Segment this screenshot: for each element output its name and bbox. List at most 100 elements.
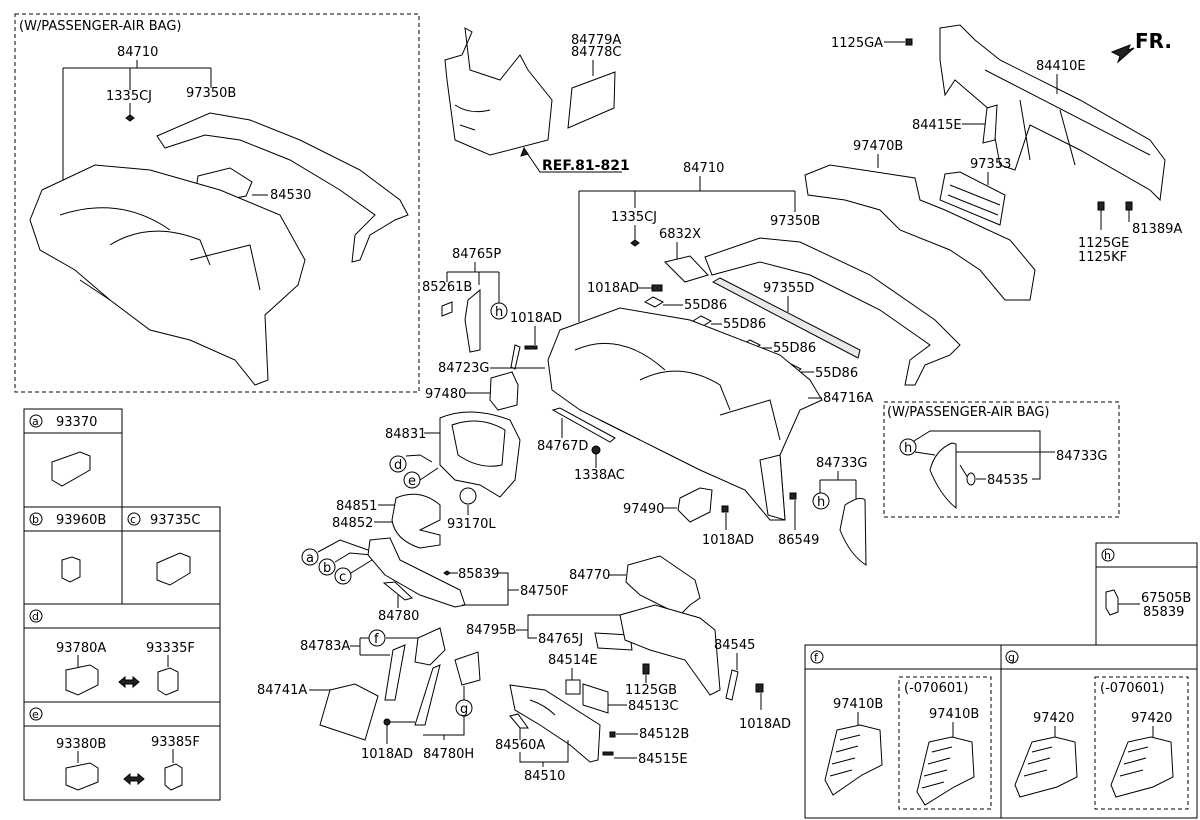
part-label-97353[interactable]: 97353 [970,157,1011,172]
callout-e [29,707,43,721]
callout-h[interactable] [812,492,830,510]
part-label-97420[interactable]: 97420 [1033,711,1074,726]
part-label-84750F[interactable]: 84750F [520,584,569,599]
part-label-84780[interactable]: 84780 [378,609,419,624]
callout-letter: h [495,305,503,320]
part-label-84560A[interactable]: 84560A [495,738,545,753]
part-label-93380B[interactable]: 93380B [56,737,106,752]
part-label-84733G[interactable]: 84733G [1056,449,1107,464]
group-glove-box: 84770 84795B 84765J 84545 1018AD 84514E … [466,555,791,784]
part-label-86549[interactable]: 86549 [778,533,819,548]
part-label-84513C[interactable]: 84513C [628,699,678,714]
switch-illustration [157,667,179,696]
callout-c[interactable] [334,567,352,585]
part-label-55D86[interactable]: 55D86 [773,341,816,356]
part-label-93370[interactable]: 93370 [56,415,97,430]
part-label-84780H[interactable]: 84780H [423,747,474,762]
part-label-1018AD[interactable]: 1018AD [739,717,791,732]
callout-h[interactable] [490,302,508,320]
part-label-97350B[interactable]: 97350B [186,86,236,101]
part-label-97355D[interactable]: 97355D [763,281,814,296]
part-label-84765J[interactable]: 84765J [538,632,583,647]
part-label-93780A[interactable]: 93780A [56,641,106,656]
part-label-1018AD[interactable]: 1018AD [702,533,754,548]
lower-console-illustration [444,27,553,156]
part-label-55D86[interactable]: 55D86 [815,366,858,381]
callout-letter: c [339,570,346,585]
part-label-84530[interactable]: 84530 [270,188,311,203]
part-label-84733G[interactable]: 84733G [816,456,867,471]
part-label-84783A[interactable]: 84783A [300,639,350,654]
part-label-67505B[interactable]: 67505B [1141,591,1191,606]
part-label-84770[interactable]: 84770 [569,568,610,583]
part-label-97490[interactable]: 97490 [623,502,664,517]
part-label-97470B[interactable]: 97470B [853,139,903,154]
part-label-97410B[interactable]: 97410B [833,697,883,712]
part-label-84410E[interactable]: 84410E [1036,59,1086,74]
part-label-84795B[interactable]: 84795B [466,623,516,638]
trim-illustration [382,581,413,601]
part-label-93960B[interactable]: 93960B [56,513,106,528]
part-label-84716A[interactable]: 84716A [823,391,873,406]
part-label-1335CJ[interactable]: 1335CJ [611,210,657,225]
part-label-84515E[interactable]: 84515E [638,752,688,767]
clip-icon [125,114,135,122]
part-label-1125GB[interactable]: 1125GB [625,683,677,698]
callout-d[interactable] [389,455,407,473]
part-label-1335CJ[interactable]: 1335CJ [106,89,152,104]
part-label-84710[interactable]: 84710 [117,45,158,60]
part-label-97350B[interactable]: 97350B [770,214,820,229]
callout-h[interactable] [899,438,917,456]
part-label-1018AD[interactable]: 1018AD [587,281,639,296]
part-label-1125GE[interactable]: 1125GE [1078,236,1129,251]
group-cowl-crossmember: 1125GA 84410E 84415E FR. 97470B 97353 81… [804,24,1182,301]
part-label-84851[interactable]: 84851 [336,499,377,514]
part-label-84778C[interactable]: 84778C [571,45,621,60]
part-label-55D86[interactable]: 55D86 [684,298,727,313]
part-label-1338AC[interactable]: 1338AC [574,468,625,483]
part-label-1125KF[interactable]: 1125KF [1078,250,1127,265]
part-label-85261B[interactable]: 85261B [422,280,472,295]
callout-f[interactable] [368,629,386,647]
callout-b[interactable] [318,558,336,576]
part-label-84767D[interactable]: 84767D [537,439,588,454]
part-label-84765P[interactable]: 84765P [452,247,501,262]
part-label-85839[interactable]: 85839 [458,567,499,582]
vent-louvers [829,734,861,777]
glove-box-housing-illustration [619,604,721,696]
part-label-81389A[interactable]: 81389A [1132,222,1182,237]
interchangeable-arrow-icon [123,772,145,786]
glove-box-detail [529,699,556,716]
part-label-84545[interactable]: 84545 [714,638,755,653]
part-label-97420[interactable]: 97420 [1131,711,1172,726]
part-label-1018AD[interactable]: 1018AD [361,747,413,762]
legend-box-border [1000,644,1198,819]
part-label-55D86[interactable]: 55D86 [723,317,766,332]
part-label-84535[interactable]: 84535 [987,473,1028,488]
part-label-84514E[interactable]: 84514E [548,653,598,668]
part-label-84741A[interactable]: 84741A [257,683,307,698]
part-label-84512B[interactable]: 84512B [639,727,689,742]
part-label-93385F[interactable]: 93385F [151,735,200,750]
part-label-93335F[interactable]: 93335F [146,641,195,656]
part-label-1125GA[interactable]: 1125GA [831,36,883,51]
part-label-84779A[interactable]: 84779A [571,33,621,48]
part-label-6832X[interactable]: 6832X [659,227,701,242]
callout-letter: g [460,702,468,717]
part-label-1018AD[interactable]: 1018AD [510,311,562,326]
part-label-84723G[interactable]: 84723G [438,361,489,376]
bolt-icon [1097,201,1133,211]
part-label-93170L[interactable]: 93170L [447,517,496,532]
part-label-84710[interactable]: 84710 [683,161,724,176]
part-label-84415E[interactable]: 84415E [912,118,962,133]
callout-letter: b [32,513,39,526]
part-label-84831[interactable]: 84831 [385,427,426,442]
part-label-84510[interactable]: 84510 [524,769,565,784]
reference-label[interactable]: REF.81-821 [542,158,630,174]
part-label-85839[interactable]: 85839 [1143,605,1184,620]
callout-a[interactable] [301,548,319,566]
part-label-97410B[interactable]: 97410B [929,707,979,722]
part-label-93735C[interactable]: 93735C [150,513,200,528]
part-label-97480[interactable]: 97480 [425,387,466,402]
part-label-84852[interactable]: 84852 [332,516,373,531]
